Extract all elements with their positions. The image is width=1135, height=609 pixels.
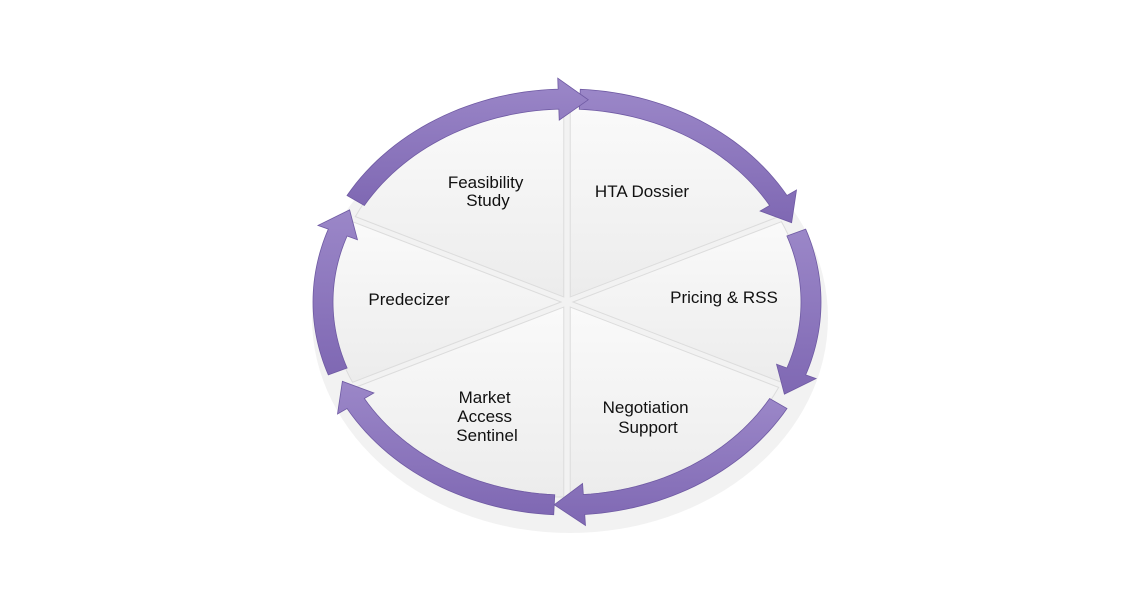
- segment-group: [330, 106, 804, 498]
- arrow-2: [775, 228, 822, 395]
- label-pricing-rss: Pricing & RSS: [670, 288, 778, 307]
- arrow-4: [336, 380, 556, 516]
- arrow-3: [553, 397, 788, 527]
- arrow-group: [312, 77, 822, 527]
- label-feasibility-study: Feasibility Study: [448, 173, 528, 210]
- arrow-1: [578, 88, 798, 224]
- label-predecizer: Predecizer: [368, 290, 450, 309]
- segment-labels: HTA Dossier Pricing & RSS Negotiation Su…: [368, 173, 777, 445]
- label-negotiation-support: Negotiation Support: [603, 398, 694, 437]
- label-hta-dossier: HTA Dossier: [595, 182, 689, 201]
- label-market-access-sentinel: Market Access Sentinel: [456, 388, 517, 445]
- arrow-6: [346, 77, 589, 207]
- arrow-5: [312, 209, 359, 376]
